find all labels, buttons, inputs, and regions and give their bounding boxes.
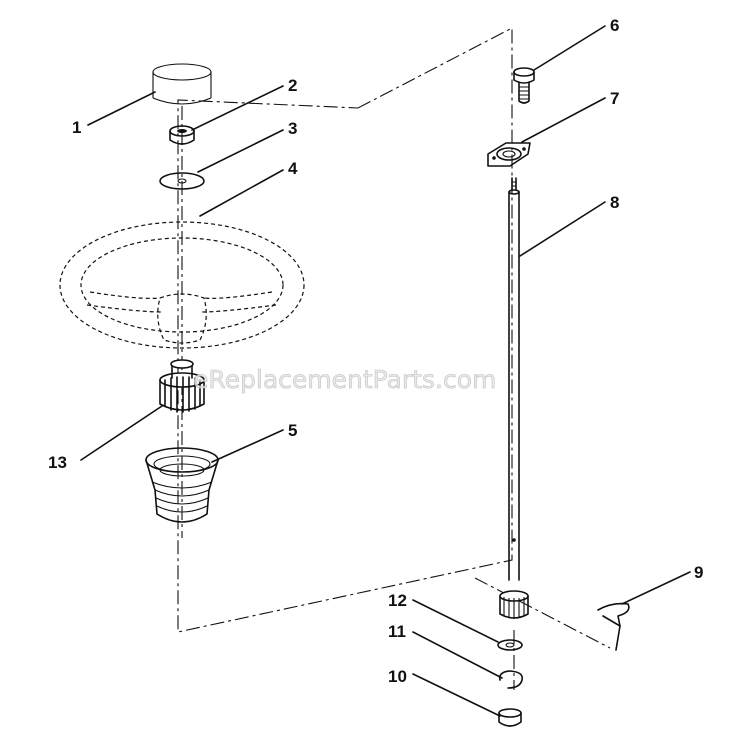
pinion-gear <box>499 590 529 619</box>
washer-part <box>159 172 205 190</box>
steering-wheel-part <box>59 221 305 349</box>
callout-8: 8 <box>610 193 619 212</box>
callout-numbers: 1 2 3 4 5 6 7 8 9 10 11 12 13 <box>48 16 703 686</box>
lower-nut-part <box>498 708 522 727</box>
callout-9: 9 <box>694 563 703 582</box>
nut-part <box>169 125 195 145</box>
retaining-ring-part <box>498 670 524 689</box>
hairpin-part <box>597 602 630 651</box>
shaft-washer-part <box>497 639 523 651</box>
column-boot-part <box>145 447 219 523</box>
leader-lines <box>80 25 691 717</box>
callout-13: 13 <box>48 453 67 472</box>
callout-5: 5 <box>288 421 297 440</box>
callout-6: 6 <box>610 16 619 35</box>
dash-panel-outline <box>177 27 513 633</box>
callout-10: 10 <box>388 667 407 686</box>
callout-2: 2 <box>288 76 297 95</box>
watermark-text: eReplacementParts.com <box>193 365 496 394</box>
callout-11: 11 <box>388 622 406 641</box>
callout-7: 7 <box>610 89 619 108</box>
mounting-plane-edge <box>474 577 611 649</box>
callout-1: 1 <box>72 118 81 137</box>
cap-part <box>152 63 212 105</box>
flange-bearing-part <box>487 142 531 167</box>
callout-3: 3 <box>288 119 297 138</box>
callout-12: 12 <box>388 591 407 610</box>
bolt-part <box>513 67 535 104</box>
spline-adapter-part <box>159 359 205 413</box>
callout-4: 4 <box>288 159 298 178</box>
